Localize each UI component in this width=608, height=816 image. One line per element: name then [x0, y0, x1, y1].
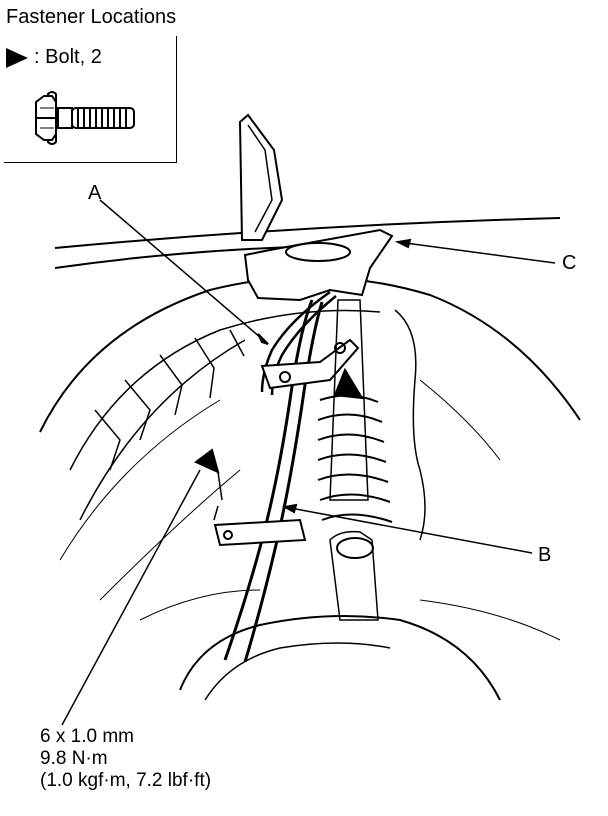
lower-bracket — [213, 518, 307, 547]
callout-b: B — [538, 544, 552, 566]
callout-a: A — [88, 182, 102, 204]
legend-text: : Bolt, 2 — [34, 46, 102, 68]
page-title: Fastener Locations — [6, 6, 177, 28]
coil-spring — [317, 394, 393, 523]
shock-absorber — [329, 299, 369, 501]
brake-hose — [223, 299, 314, 661]
bolt-location-arrow-lower — [194, 448, 220, 474]
bracket-c — [243, 228, 394, 302]
knuckle — [329, 530, 379, 621]
wheel-arch-inner — [69, 309, 381, 471]
leader-a — [99, 199, 269, 345]
wheel-well-liner — [79, 339, 246, 521]
bolt-location-arrow-upper — [333, 367, 364, 400]
fender-outline — [54, 217, 561, 249]
callout-c: C — [562, 252, 577, 274]
legend-box: : Bolt, 2 — [4, 36, 177, 163]
upper-bracket — [260, 338, 360, 390]
torque-alt: (1.0 kgf·m, 7.2 lbf·ft) — [40, 770, 212, 791]
leader-c — [397, 241, 556, 264]
sensor-wire — [260, 290, 331, 393]
bolt-size: 6 x 1.0 mm — [40, 726, 134, 747]
torque-nm: 9.8 N·m — [40, 748, 108, 769]
bolt-icon — [35, 91, 135, 145]
leader-spec — [61, 469, 201, 726]
mounting-flap — [238, 113, 284, 241]
torque-spec: 6 x 1.0 mm 9.8 N·m (1.0 kgf·m, 7.2 lbf·f… — [40, 726, 211, 792]
brake-disc — [179, 615, 501, 701]
leader-b — [284, 506, 533, 554]
bolt-symbol-icon — [6, 48, 28, 68]
